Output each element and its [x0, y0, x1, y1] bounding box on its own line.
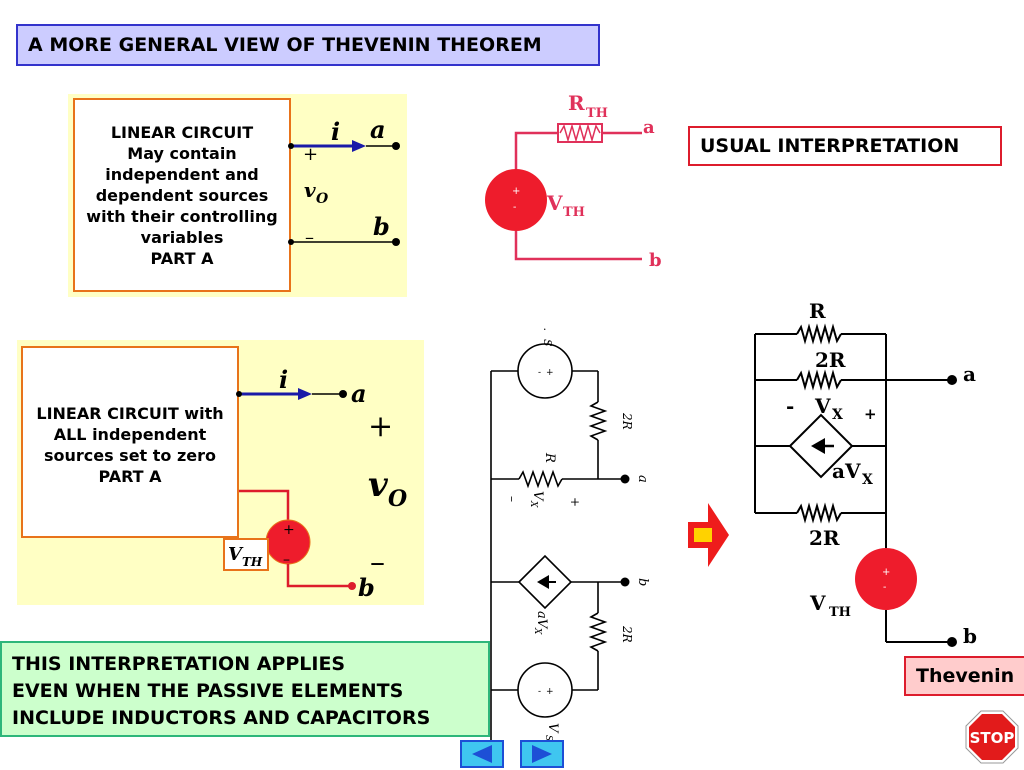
rth-label: R [568, 91, 585, 115]
src-minus-bottom: - [538, 687, 541, 697]
vx-subscript: X [832, 407, 843, 423]
plus-sign: + [303, 144, 318, 165]
node-a-label: a [370, 115, 386, 144]
next-button[interactable] [520, 740, 564, 768]
vx-plus: + [568, 497, 582, 507]
src-plus-top: + [546, 368, 554, 378]
r-mid-label: R [542, 452, 557, 463]
rth-subscript: TH [586, 106, 608, 121]
avx-label: aV [832, 459, 861, 483]
vx-subscript: X [528, 500, 538, 508]
page-title: A MORE GENERAL VIEW OF THEVENIN THEOREM [16, 24, 600, 66]
vx-plus: + [864, 405, 877, 423]
vx-minus: – [505, 496, 519, 502]
node-a-label: a [963, 362, 976, 386]
vth-label: V [546, 191, 563, 215]
node-a-label: a [351, 379, 367, 408]
node-a-label: a [635, 475, 650, 483]
vth-label: V [228, 544, 244, 565]
voltage-subscript: O [388, 486, 407, 512]
box-line: sources set to zero [43, 446, 217, 465]
stop-label: STOP [970, 729, 1015, 747]
top-dot: · [543, 323, 547, 336]
avx-subscript: X [862, 472, 873, 488]
linear-circuit-box-top: LINEAR CIRCUIT May contain independent a… [73, 98, 291, 292]
box-line: ALL independent [53, 425, 207, 444]
vth-subscript: TH [829, 605, 851, 620]
source-minus: - [513, 202, 516, 213]
r-label: R [809, 299, 826, 323]
source-minus: – [283, 552, 290, 568]
minus-sign: – [305, 227, 314, 248]
src-plus-bottom: + [546, 687, 554, 697]
avx-label: aV [534, 611, 549, 630]
box-line: PART A [150, 249, 214, 268]
box-line: independent and [105, 165, 259, 184]
box-line: LINEAR CIRCUIT [110, 123, 254, 142]
stop-sign-icon: STOP [965, 710, 1019, 764]
thevenin-label: Thevenin [904, 656, 1024, 696]
box-line: with their controlling [86, 207, 278, 226]
vth-subscript: TH [242, 555, 263, 569]
node-b-label: b [635, 578, 650, 586]
current-label: i [279, 365, 288, 394]
prev-button[interactable] [460, 740, 504, 768]
voltage-label: v [304, 178, 316, 202]
box-line: dependent sources [95, 186, 269, 205]
interpretation-note: THIS INTERPRETATION APPLIES EVEN WHEN TH… [0, 641, 490, 737]
r-bottom-label: 2R [620, 625, 634, 643]
box-line: LINEAR CIRCUIT with [36, 404, 224, 423]
vx-label: V [530, 491, 545, 502]
vx-minus: - [786, 394, 794, 418]
source-plus: + [283, 522, 295, 538]
left-triangle-icon [472, 745, 492, 763]
right-arrow-icon [688, 503, 729, 567]
box-line: PART A [98, 467, 162, 486]
vs-subscript: S [543, 735, 553, 741]
plus-sign: + [368, 409, 393, 444]
source-plus: + [882, 567, 890, 578]
right-triangle-icon [532, 745, 552, 763]
usual-interpretation-label: USUAL INTERPRETATION [688, 126, 1002, 166]
linear-circuit-box-bottom: LINEAR CIRCUIT with ALL independent sour… [21, 346, 239, 538]
node-b-label: b [358, 573, 375, 602]
source-plus: + [512, 186, 520, 197]
box-line: May contain [127, 144, 237, 163]
voltage-subscript: O [316, 191, 329, 207]
avx-subscript: X [532, 627, 542, 635]
voltage-label: v [368, 465, 389, 505]
r-top-label: 2R [620, 412, 634, 430]
node-b-label: b [649, 250, 662, 271]
note-line: THIS INTERPRETATION APPLIES [12, 653, 346, 675]
current-label: i [331, 117, 340, 146]
node-b-label: b [963, 624, 977, 648]
top-s-label: S [541, 339, 554, 347]
vth-subscript: TH [563, 205, 585, 220]
r2-bottom-label: 2R [809, 526, 840, 550]
node-a-label: a [643, 117, 655, 138]
source-minus: - [883, 582, 886, 593]
minus-sign: – [370, 545, 385, 580]
vx-label: V [814, 394, 831, 418]
src-minus-top: - [538, 368, 541, 378]
node-b-label: b [373, 212, 390, 241]
box-line: variables [140, 228, 224, 247]
note-line: EVEN WHEN THE PASSIVE ELEMENTS [12, 680, 404, 702]
vs-label: V [545, 723, 560, 734]
r2-top-label: 2R [815, 348, 846, 372]
stop-button[interactable]: STOP [964, 709, 1020, 765]
vth-label: V [809, 591, 826, 615]
note-line: INCLUDE INDUCTORS AND CAPACITORS [12, 707, 431, 729]
